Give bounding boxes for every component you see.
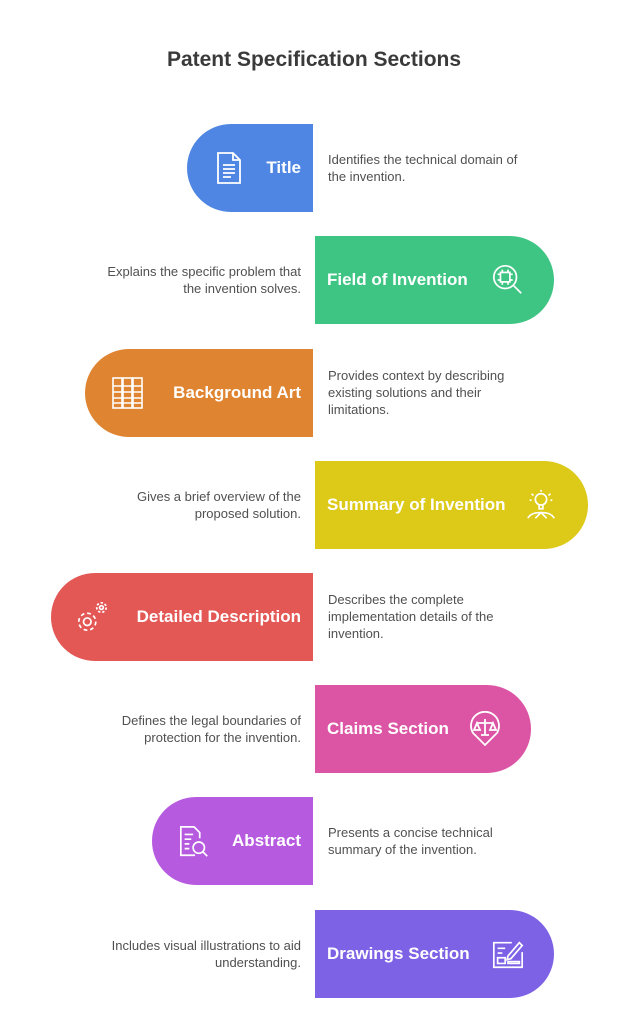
document-search-icon (178, 824, 212, 858)
section-label: Title (266, 158, 301, 177)
section-title: Title (187, 124, 313, 212)
section-background-art: Background Art (85, 349, 313, 437)
section-label: Field of Invention (327, 270, 468, 289)
section-label: Background Art (173, 383, 301, 402)
section-detailed-description: Detailed Description (51, 573, 313, 661)
section-description: Provides context by describing existing … (328, 368, 505, 417)
section-label: Claims Section (327, 719, 449, 738)
document-icon (213, 151, 247, 185)
section-description: Defines the legal boundaries of protecti… (121, 713, 301, 745)
scales-pin-icon (468, 711, 502, 747)
section-description: Identifies the technical domain of the i… (328, 152, 518, 184)
page-title: Patent Specification Sections (166, 48, 462, 71)
section-description: Describes the complete implementation de… (328, 592, 494, 641)
section-label: Detailed Description (136, 607, 301, 626)
section-label: Summary of Invention (327, 495, 506, 514)
drawing-board-icon (491, 936, 525, 970)
chip-search-icon (491, 262, 525, 296)
gears-icon (75, 599, 109, 633)
section-summary-of-invention: Summary of Invention (315, 461, 588, 549)
section-label: Abstract (232, 831, 301, 850)
section-label: Drawings Section (327, 944, 470, 963)
section-description: Includes visual illustrations to aid und… (111, 938, 301, 970)
section-drawings: Drawings Section (315, 910, 554, 998)
section-description: Explains the specific problem that the i… (107, 264, 301, 296)
books-icon (111, 376, 145, 410)
section-abstract: Abstract (152, 797, 313, 885)
section-description: Gives a brief overview of the proposed s… (136, 489, 301, 521)
section-description: Presents a concise technical summary of … (328, 825, 493, 857)
section-claims: Claims Section (315, 685, 531, 773)
section-field-of-invention: Field of Invention (315, 236, 554, 324)
lightbulb-hand-icon (524, 487, 558, 521)
